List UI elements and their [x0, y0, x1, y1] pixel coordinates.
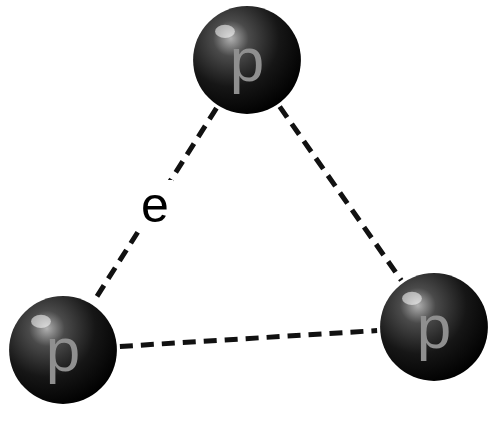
- edge-label: e: [137, 180, 173, 230]
- particle-letter: p: [417, 296, 451, 358]
- bond-line: [94, 108, 217, 302]
- bond-line: [120, 331, 377, 347]
- particle-letter: p: [230, 29, 264, 91]
- sphere-body: [9, 296, 117, 404]
- proton-sphere: p: [192, 5, 302, 115]
- particle-letter: p: [46, 319, 80, 381]
- proton-sphere: p: [379, 272, 489, 382]
- sphere-body: [193, 6, 301, 114]
- sphere-body: [380, 273, 488, 381]
- proton-sphere: p: [8, 295, 118, 405]
- bond-line: [280, 107, 402, 281]
